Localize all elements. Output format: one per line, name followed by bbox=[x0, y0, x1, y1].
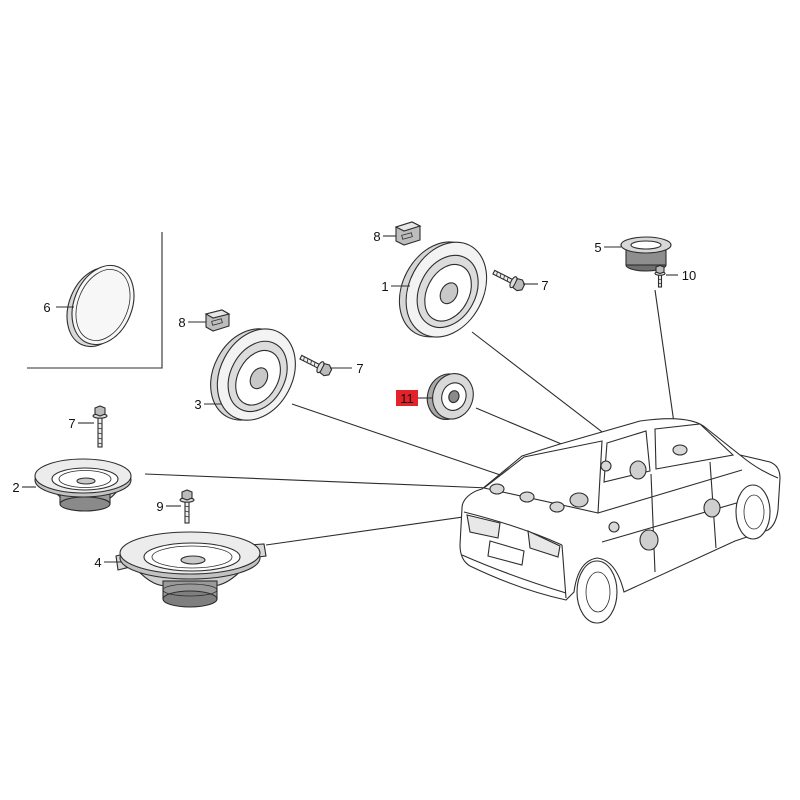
car-beltline bbox=[597, 469, 743, 514]
location-door-upper bbox=[629, 460, 647, 480]
tweeter-5 bbox=[620, 236, 672, 272]
car-tail-light-right bbox=[527, 530, 561, 558]
round-speaker-2 bbox=[34, 458, 132, 512]
callout-7-upper: 7 bbox=[541, 278, 548, 293]
callout-1: 1 bbox=[381, 279, 388, 294]
round-speaker-4 bbox=[115, 531, 267, 608]
car-outline bbox=[459, 418, 781, 624]
location-rear-deck-3 bbox=[549, 501, 565, 513]
callout-11-highlight bbox=[396, 390, 418, 406]
speaker-grille bbox=[66, 264, 135, 348]
location-leader-lines bbox=[144, 289, 678, 546]
location-pillar-small bbox=[600, 460, 612, 472]
location-a-pillar bbox=[672, 444, 688, 456]
location-rear-door-large bbox=[639, 529, 659, 551]
car-front-wheel-rim bbox=[743, 494, 765, 530]
leader-part-2-to-car bbox=[144, 473, 490, 489]
oval-speaker-1 bbox=[398, 241, 488, 338]
callout-8-upper: 8 bbox=[373, 229, 380, 244]
car-rear-bumper-line bbox=[461, 554, 567, 594]
tweeter-11 bbox=[426, 373, 474, 420]
car-front-side-window bbox=[654, 423, 735, 470]
screw-9 bbox=[179, 489, 195, 524]
location-front-door bbox=[703, 498, 721, 518]
callout-6: 6 bbox=[43, 300, 50, 315]
location-rear-door-small bbox=[608, 521, 620, 533]
car-hood-line bbox=[739, 454, 779, 479]
callout-3: 3 bbox=[194, 397, 201, 412]
car-rear-wheel bbox=[576, 560, 618, 624]
oval-speaker-3 bbox=[210, 328, 296, 421]
screw-10 bbox=[654, 264, 666, 288]
screw-7-middle bbox=[299, 354, 333, 377]
car-door-cut-rear bbox=[650, 473, 656, 573]
callout-10: 10 bbox=[682, 268, 696, 283]
callout-2: 2 bbox=[12, 480, 19, 495]
location-rear-deck-1 bbox=[489, 483, 505, 495]
callout-9: 9 bbox=[156, 499, 163, 514]
car-rear-corner bbox=[561, 544, 567, 599]
car-trunk-edge bbox=[463, 511, 563, 546]
callout-11: 11 bbox=[400, 391, 414, 406]
location-rear-deck-large bbox=[569, 492, 589, 508]
screw-7-upper bbox=[492, 269, 526, 292]
car-license-plate bbox=[487, 540, 525, 566]
inset-frame bbox=[27, 232, 163, 369]
callout-8-lower: 8 bbox=[178, 315, 185, 330]
screw-7-left bbox=[92, 405, 108, 448]
location-rear-deck-2 bbox=[519, 491, 535, 503]
callout-5: 5 bbox=[594, 240, 601, 255]
car-tail-light-left bbox=[466, 514, 501, 539]
callout-7-middle: 7 bbox=[356, 361, 363, 376]
mounting-clip-lower bbox=[204, 309, 231, 332]
car-rear-wheel-rim bbox=[585, 571, 611, 613]
mounting-clip-upper bbox=[394, 221, 422, 246]
callout-7-left: 7 bbox=[68, 416, 75, 431]
callout-4: 4 bbox=[94, 555, 101, 570]
car-front-wheel bbox=[735, 484, 771, 540]
